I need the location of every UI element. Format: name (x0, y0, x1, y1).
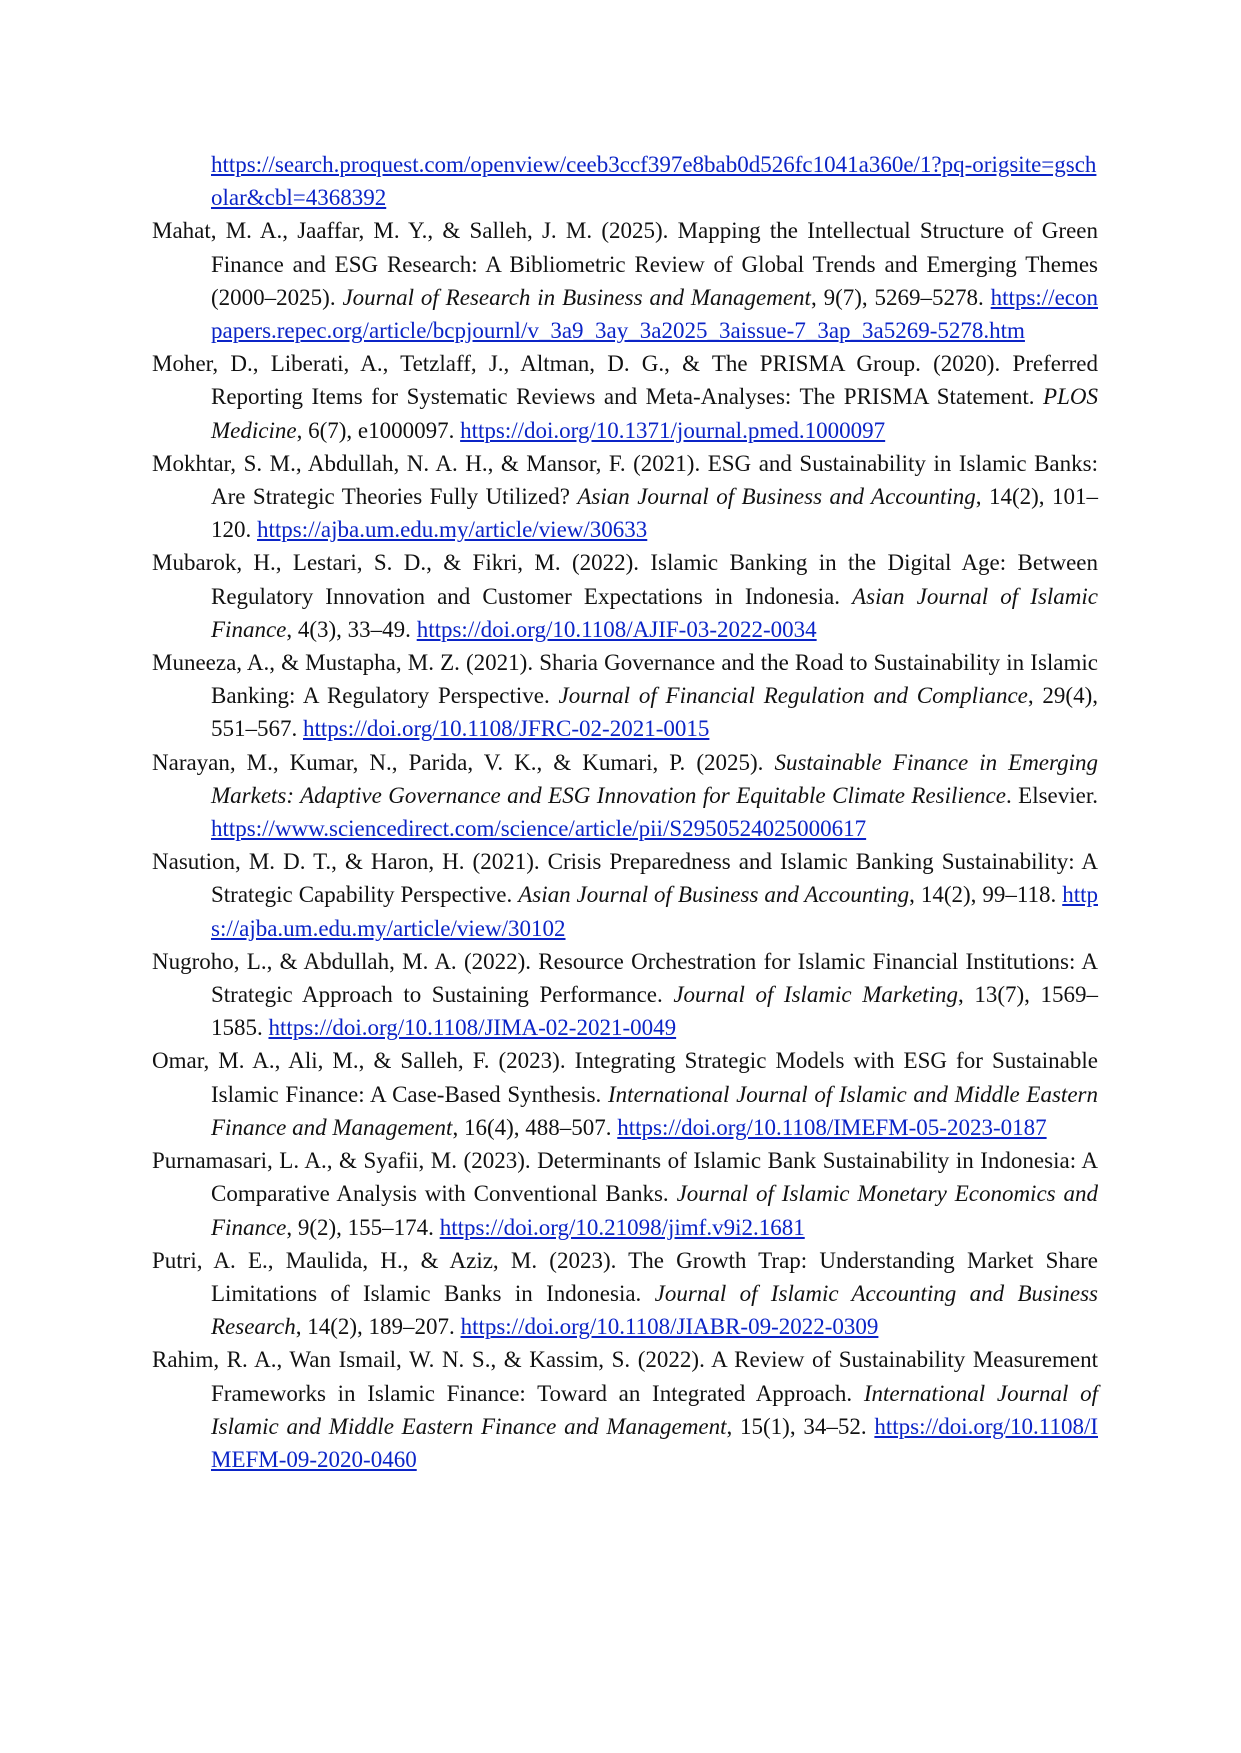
reference-volume: , 14(2), 189–207. (295, 1314, 461, 1340)
reference-entry: Mokhtar, S. M., Abdullah, N. A. H., & Ma… (152, 447, 1098, 547)
reference-citation: Omar, M. A., Ali, M., & Salleh, F. (2023… (152, 1048, 1098, 1107)
reference-volume: , 4(3), 33–49. (286, 616, 417, 642)
reference-journal: International Journal of Islamic and Mid… (211, 1081, 1098, 1140)
reference-entry: https://search.proquest.com/openview/cee… (152, 148, 1098, 214)
reference-citation: Moher, D., Liberati, A., Tetzlaff, J., A… (152, 351, 1098, 410)
reference-volume: . Elsevier. (1005, 782, 1098, 808)
reference-journal: International Journal of Islamic and Mid… (211, 1380, 1098, 1439)
reference-entry: Mubarok, H., Lestari, S. D., & Fikri, M.… (152, 546, 1098, 646)
reference-volume: , 29(4), 551–567. (211, 683, 1098, 742)
reference-volume: , 14(2), 99–118. (909, 882, 1063, 908)
reference-link[interactable]: https://doi.org/10.1108/AJIF-03-2022-003… (416, 616, 817, 642)
reference-citation: Rahim, R. A., Wan Ismail, W. N. S., & Ka… (152, 1347, 1098, 1406)
reference-journal: PLOS Medicine (211, 384, 1098, 443)
reference-entry: Nugroho, L., & Abdullah, M. A. (2022). R… (152, 945, 1098, 1045)
reference-entry: Moher, D., Liberati, A., Tetzlaff, J., A… (152, 347, 1098, 447)
reference-link[interactable]: https://ajba.um.edu.my/article/view/3063… (257, 517, 648, 543)
reference-volume: , 15(1), 34–52. (726, 1413, 875, 1439)
reference-journal: Asian Journal of Islamic Finance (211, 583, 1098, 642)
reference-entry: Muneeza, A., & Mustapha, M. Z. (2021). S… (152, 646, 1098, 746)
reference-citation: Nasution, M. D. T., & Haron, H. (2021). … (152, 849, 1098, 908)
reference-citation: Muneeza, A., & Mustapha, M. Z. (2021). S… (152, 650, 1098, 709)
reference-entry: Nasution, M. D. T., & Haron, H. (2021). … (152, 845, 1098, 945)
reference-link[interactable]: https://search.proquest.com/openview/cee… (211, 152, 1097, 211)
reference-journal: Asian Journal of Business and Accounting (577, 484, 976, 510)
reference-citation: Narayan, M., Kumar, N., Parida, V. K., &… (152, 749, 775, 775)
reference-volume: , 13(7), 1569–1585. (211, 982, 1098, 1041)
reference-citation: Mokhtar, S. M., Abdullah, N. A. H., & Ma… (152, 450, 1098, 510)
reference-citation: Purnamasari, L. A., & Syafii, M. (2023).… (152, 1148, 1098, 1207)
reference-link[interactable]: https://ajba.um.edu.my/article/view/3010… (211, 882, 1098, 941)
reference-citation: Mubarok, H., Lestari, S. D., & Fikri, M.… (152, 550, 1098, 609)
reference-link[interactable]: https://doi.org/10.1108/JIABR-09-2022-03… (460, 1314, 879, 1340)
reference-entry: Narayan, M., Kumar, N., Parida, V. K., &… (152, 746, 1098, 846)
reference-journal: Journal of Research in Business and Mana… (342, 284, 811, 310)
reference-journal: Journal of Financial Regulation and Comp… (558, 683, 1028, 709)
reference-citation: Mahat, M. A., Jaaffar, M. Y., & Salleh, … (152, 218, 1098, 310)
reference-link[interactable]: https://doi.org/10.1108/JIMA-02-2021-004… (268, 1015, 677, 1041)
reference-link[interactable]: https://doi.org/10.1108/JFRC-02-2021-001… (303, 716, 710, 742)
reference-entry: Omar, M. A., Ali, M., & Salleh, F. (2023… (152, 1044, 1098, 1144)
reference-volume: , 9(7), 5269–5278. (810, 284, 991, 310)
reference-link[interactable]: https://doi.org/10.1371/journal.pmed.100… (460, 417, 886, 443)
reference-list: https://search.proquest.com/openview/cee… (152, 148, 1098, 1476)
reference-journal: Journal of Islamic Marketing (673, 982, 959, 1008)
reference-link[interactable]: https://econpapers.repec.org/article/bcp… (211, 284, 1098, 344)
reference-volume: , 14(2), 101–120. (211, 484, 1098, 543)
reference-volume: , 9(2), 155–174. (286, 1214, 440, 1240)
reference-journal: Journal of Islamic Accounting and Busine… (211, 1280, 1098, 1340)
reference-link[interactable]: https://www.sciencedirect.com/science/ar… (211, 816, 867, 842)
reference-entry: Putri, A. E., Maulida, H., & Aziz, M. (2… (152, 1244, 1098, 1344)
reference-volume: , 6(7), e1000097. (296, 417, 461, 443)
reference-journal: Sustainable Finance in Emerging Markets:… (211, 749, 1098, 808)
reference-link[interactable]: https://doi.org/10.21098/jimf.v9i2.1681 (439, 1214, 805, 1240)
reference-citation: Nugroho, L., & Abdullah, M. A. (2022). R… (152, 948, 1098, 1008)
reference-entry: Rahim, R. A., Wan Ismail, W. N. S., & Ka… (152, 1343, 1098, 1476)
reference-entry: Purnamasari, L. A., & Syafii, M. (2023).… (152, 1144, 1098, 1244)
reference-entry: Mahat, M. A., Jaaffar, M. Y., & Salleh, … (152, 214, 1098, 347)
reference-journal: Asian Journal of Business and Accounting (518, 882, 910, 908)
reference-citation: Putri, A. E., Maulida, H., & Aziz, M. (2… (152, 1247, 1098, 1306)
reference-journal: Journal of Islamic Monetary Economics an… (211, 1181, 1098, 1240)
reference-volume: , 16(4), 488–507. (452, 1114, 618, 1140)
reference-link[interactable]: https://doi.org/10.1108/IMEFM-05-2023-01… (617, 1114, 1047, 1140)
reference-link[interactable]: https://doi.org/10.1108/IMEFM-09-2020-04… (211, 1413, 1098, 1472)
